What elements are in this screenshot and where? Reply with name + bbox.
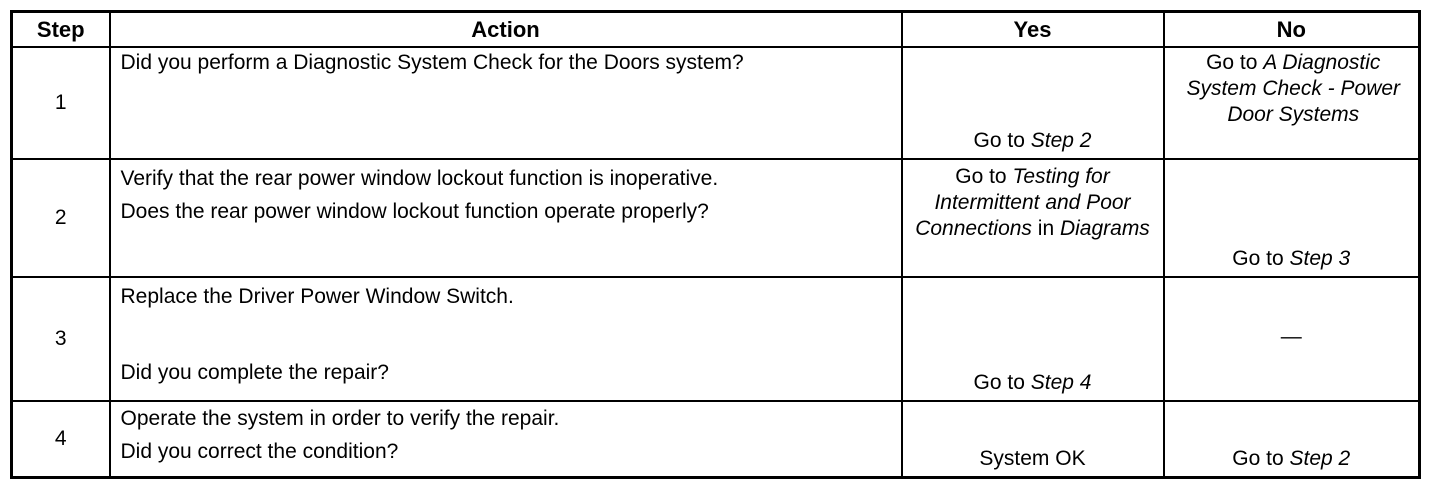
yes-cell: Go to Step 4: [900, 275, 1165, 403]
yes-text: System OK: [979, 447, 1086, 470]
no-prefix: Go to: [1232, 246, 1290, 270]
yes-link-2[interactable]: Diagrams: [1059, 217, 1150, 241]
table-row: 2 Verify that the rear power window lock…: [10, 158, 1421, 278]
yes-prefix: Go to: [973, 371, 1031, 395]
action-text: Verify that the rear power window lockou…: [120, 167, 719, 191]
action-cell: Did you perform a Diagnostic System Chec…: [108, 45, 903, 161]
header-step: Step: [10, 10, 111, 48]
yes-prefix: Go to: [973, 129, 1031, 153]
yes-mid: in: [1031, 217, 1060, 241]
action-text: Replace the Driver Power Window Switch.: [120, 284, 514, 308]
step-number: 1: [10, 45, 111, 161]
header-action: Action: [108, 10, 903, 48]
step-number: 2: [10, 158, 111, 278]
yes-link[interactable]: Step 4: [1030, 371, 1092, 395]
action-text: Did you perform a Diagnostic System Chec…: [120, 51, 744, 74]
yes-cell: Go to Step 2: [900, 45, 1165, 161]
action-text: Did you correct the condition?: [120, 440, 399, 464]
table-row: 4 Operate the system in order to verify …: [10, 400, 1421, 479]
no-link[interactable]: A Diagnostic System Check - Power Door S…: [1186, 51, 1401, 126]
step-number: 4: [10, 400, 111, 479]
no-cell: Go to Step 3: [1162, 158, 1421, 278]
yes-link[interactable]: Testing for Intermittent and Poor Connec…: [915, 165, 1131, 241]
no-prefix: Go to: [1232, 447, 1290, 470]
action-text: Did you complete the repair?: [120, 360, 389, 384]
yes-link[interactable]: Step 2: [1030, 129, 1092, 153]
no-link[interactable]: Step 2: [1289, 447, 1351, 470]
table-row: 1 Did you perform a Diagnostic System Ch…: [10, 45, 1421, 161]
action-text: Does the rear power window lockout funct…: [120, 200, 709, 224]
dash-mark: —: [1280, 325, 1302, 348]
action-cell: Operate the system in order to verify th…: [108, 400, 903, 479]
no-cell: —: [1162, 275, 1421, 403]
diagnostic-table: Step Action Yes No 1 Did you perform a D…: [10, 10, 1421, 479]
header-yes: Yes: [900, 10, 1165, 48]
action-text: Operate the system in order to verify th…: [120, 407, 560, 431]
yes-prefix: Go to: [955, 165, 1013, 189]
no-cell: Go to A Diagnostic System Check - Power …: [1162, 45, 1421, 161]
no-link[interactable]: Step 3: [1289, 246, 1351, 270]
action-cell: Verify that the rear power window lockou…: [108, 158, 903, 278]
yes-cell: Go to Testing for Intermittent and Poor …: [900, 158, 1165, 278]
header-no: No: [1162, 10, 1421, 48]
table-row: 3 Replace the Driver Power Window Switch…: [10, 275, 1421, 403]
header-row: Step Action Yes No: [10, 10, 1421, 48]
action-cell: Replace the Driver Power Window Switch. …: [108, 275, 903, 403]
no-prefix: Go to: [1206, 51, 1264, 74]
yes-cell: System OK: [900, 400, 1165, 479]
no-cell: Go to Step 2: [1162, 400, 1421, 479]
step-number: 3: [10, 275, 111, 403]
